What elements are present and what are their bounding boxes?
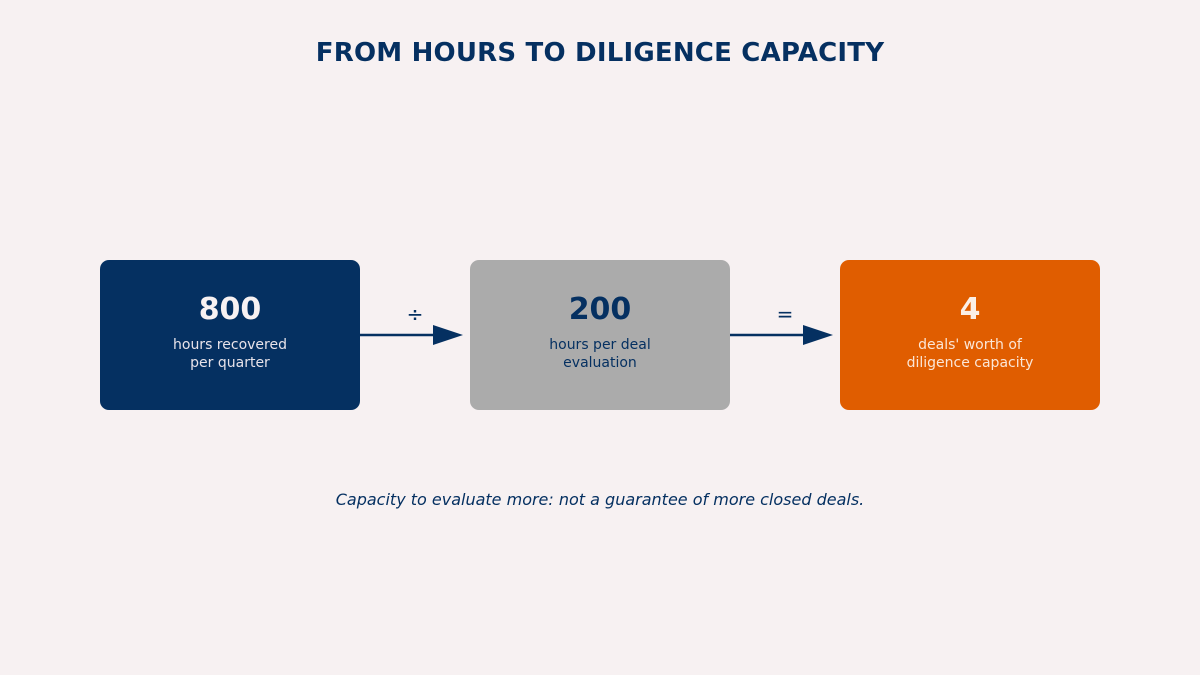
equals-operator: =	[776, 302, 794, 326]
hours-recovered-label: hours recovered per quarter	[173, 337, 287, 371]
divide-operator: ÷	[406, 302, 424, 326]
hours-recovered-value: 800	[198, 292, 262, 327]
caption-note: Capacity to evaluate more: not a guarant…	[335, 490, 865, 509]
hours-per-deal-box: 200 hours per deal evaluation	[470, 260, 730, 410]
divide-arrow-icon	[360, 325, 463, 345]
diagram-title: FROM HOURS TO DILIGENCE CAPACITY	[315, 38, 885, 68]
equals-arrow-icon	[730, 325, 833, 345]
diligence-capacity-value: 4	[959, 292, 981, 327]
hours-per-deal-value: 200	[568, 292, 632, 327]
hours-recovered-box: 800 hours recovered per quarter	[100, 260, 360, 410]
diligence-capacity-label: deals' worth of diligence capacity	[906, 337, 1034, 371]
diligence-capacity-box: 4 deals' worth of diligence capacity	[840, 260, 1100, 410]
hours-per-deal-label: hours per deal evaluation	[549, 337, 651, 371]
